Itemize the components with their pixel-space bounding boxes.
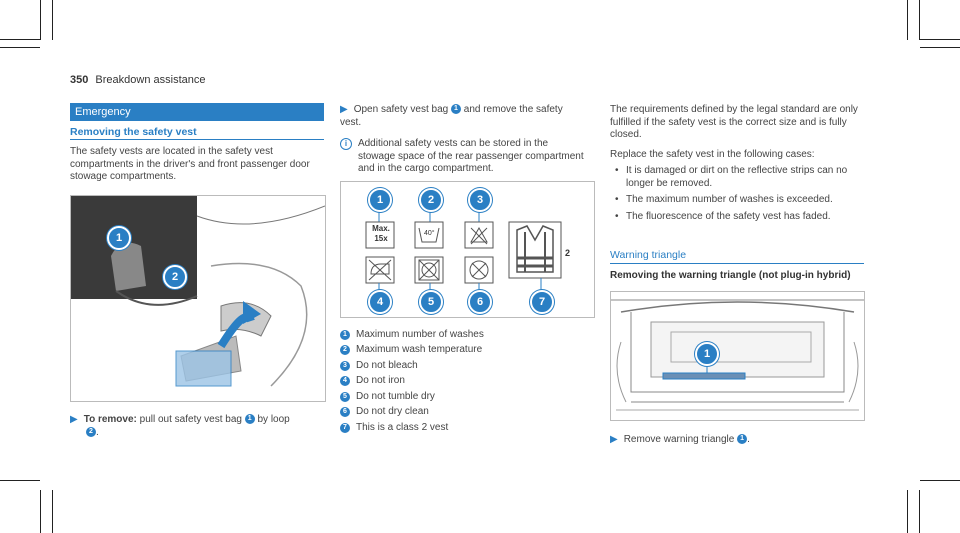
warning-triangle-section: Warning triangle xyxy=(610,249,687,261)
trunk-illustration: 1 xyxy=(610,291,865,421)
bullet-item: It is damaged or dirt on the reflective … xyxy=(610,165,864,190)
crop-mark xyxy=(920,480,960,481)
crop-mark xyxy=(0,480,40,481)
requirements-paragraph: The requirements defined by the legal st… xyxy=(610,104,858,140)
crop-mark xyxy=(0,47,40,48)
times-label: 15x xyxy=(374,234,388,243)
legend-text: Do not dry clean xyxy=(356,406,429,417)
care-symbols-figure: Max. 15x 40° 2 1 2 3 4 5 6 7 xyxy=(340,181,595,318)
legend-text: This is a class 2 vest xyxy=(356,421,449,433)
step-text: Remove warning triangle xyxy=(623,434,738,445)
crop-mark xyxy=(907,0,908,40)
ref-1: 1 xyxy=(244,414,255,425)
step-text: and remove the safety vest. xyxy=(340,104,563,128)
legend-item: 3 Do not bleach xyxy=(340,358,585,374)
crop-mark xyxy=(52,490,53,533)
info-note: i Additional safety vests can be stored … xyxy=(340,138,585,176)
heading-rule xyxy=(70,139,324,140)
marker-1: 1 xyxy=(107,226,131,250)
step-text: Open safety vest bag xyxy=(353,104,451,115)
legend-text: Do not bleach xyxy=(356,359,418,371)
legend-list: 1 Maximum number of washes 2 Maximum wash … xyxy=(340,327,585,436)
step-arrow-icon: ▶ xyxy=(340,104,348,115)
legend-item: 2 Maximum wash temperature xyxy=(340,343,585,359)
legend-text: Maximum wash temperature xyxy=(356,344,483,355)
step-text: by loop xyxy=(254,414,290,425)
marker-4: 4 xyxy=(368,290,392,314)
page-header: 350 Breakdown assistance xyxy=(70,74,205,86)
marker-7: 7 xyxy=(530,290,554,314)
legend-number: 7 xyxy=(340,422,350,433)
replace-paragraph: Replace the safety vest in the following… xyxy=(610,149,815,160)
legend-number: 1 xyxy=(340,329,350,340)
bullet-item: The fluorescence of the safety vest has … xyxy=(610,211,864,224)
ref-1: 1 xyxy=(450,104,461,115)
step-text: . xyxy=(96,426,99,438)
ref-2: 2 xyxy=(86,426,96,437)
class-label: 2 xyxy=(565,248,571,258)
marker-3: 3 xyxy=(468,188,492,212)
intro-paragraph: The safety vests are located in the safe… xyxy=(70,146,310,182)
legend-item: 7 This is a class 2 vest xyxy=(340,420,585,436)
crop-mark xyxy=(919,0,920,40)
max-label: Max. xyxy=(372,224,390,233)
bullet-item: The maximum number of washes is exceeded… xyxy=(610,194,864,207)
marker-6: 6 xyxy=(468,290,492,314)
marker-5: 5 xyxy=(419,290,443,314)
temp-label: 40° xyxy=(424,230,435,237)
trunk-drawing xyxy=(611,299,864,411)
crop-mark xyxy=(920,47,960,48)
section-title: Breakdown assistance xyxy=(95,74,206,86)
legend-number: 2 xyxy=(340,345,350,356)
step-remove: ▶ To remove: pull out safety vest bag 1 b… xyxy=(70,414,324,439)
legend-number: 3 xyxy=(340,360,350,371)
info-text: Additional safety vests can be stored in… xyxy=(357,138,584,174)
step-text: . xyxy=(747,434,750,445)
legend-text: Do not tumble dry xyxy=(356,390,435,402)
step-remove-triangle: ▶ Remove warning triangle 1. xyxy=(610,434,864,447)
step-text: pull out safety vest bag xyxy=(136,414,245,425)
step-bold: To remove: xyxy=(83,414,137,425)
legend-number: 6 xyxy=(340,407,350,418)
step-open-bag: ▶ Open safety vest bag 1 and remove the s… xyxy=(340,104,585,129)
replace-bullets: It is damaged or dirt on the reflective … xyxy=(610,165,864,223)
marker-2: 2 xyxy=(163,265,187,289)
door-illustration: 1 2 xyxy=(70,195,326,402)
ref-1: 1 xyxy=(737,434,748,445)
step-arrow-icon: ▶ xyxy=(70,414,78,425)
marker-1: 1 xyxy=(368,188,392,212)
legend-item: 4 Do not iron xyxy=(340,374,585,390)
legend-number: 5 xyxy=(340,391,350,402)
legend-text: Do not iron xyxy=(356,375,405,386)
marker-1: 1 xyxy=(695,342,719,366)
door-drawing xyxy=(71,196,325,387)
crop-mark xyxy=(0,39,40,40)
legend-item: 5 Do not tumble dry xyxy=(340,389,585,405)
crop-mark xyxy=(40,0,41,40)
info-icon: i xyxy=(340,138,352,150)
crop-mark xyxy=(52,0,53,40)
care-symbols-drawing xyxy=(365,210,562,292)
crop-mark xyxy=(907,490,908,533)
section-rule xyxy=(610,263,864,264)
page-number: 350 xyxy=(70,74,89,86)
legend-text: Maximum number of washes xyxy=(356,328,484,340)
legend-item: 6 Do not dry clean xyxy=(340,405,585,421)
emergency-banner: Emergency xyxy=(70,103,324,121)
legend-number: 4 xyxy=(340,376,350,387)
legend-item: 1 Maximum number of washes xyxy=(340,327,585,343)
marker-2: 2 xyxy=(419,188,443,212)
crop-mark xyxy=(919,490,920,533)
crop-mark xyxy=(920,39,960,40)
heading-removing-vest: Removing the safety vest xyxy=(70,126,197,138)
heading-removing-triangle: Removing the warning triangle (not plug-… xyxy=(610,270,851,281)
step-arrow-icon: ▶ xyxy=(610,434,618,445)
crop-mark xyxy=(40,490,41,533)
